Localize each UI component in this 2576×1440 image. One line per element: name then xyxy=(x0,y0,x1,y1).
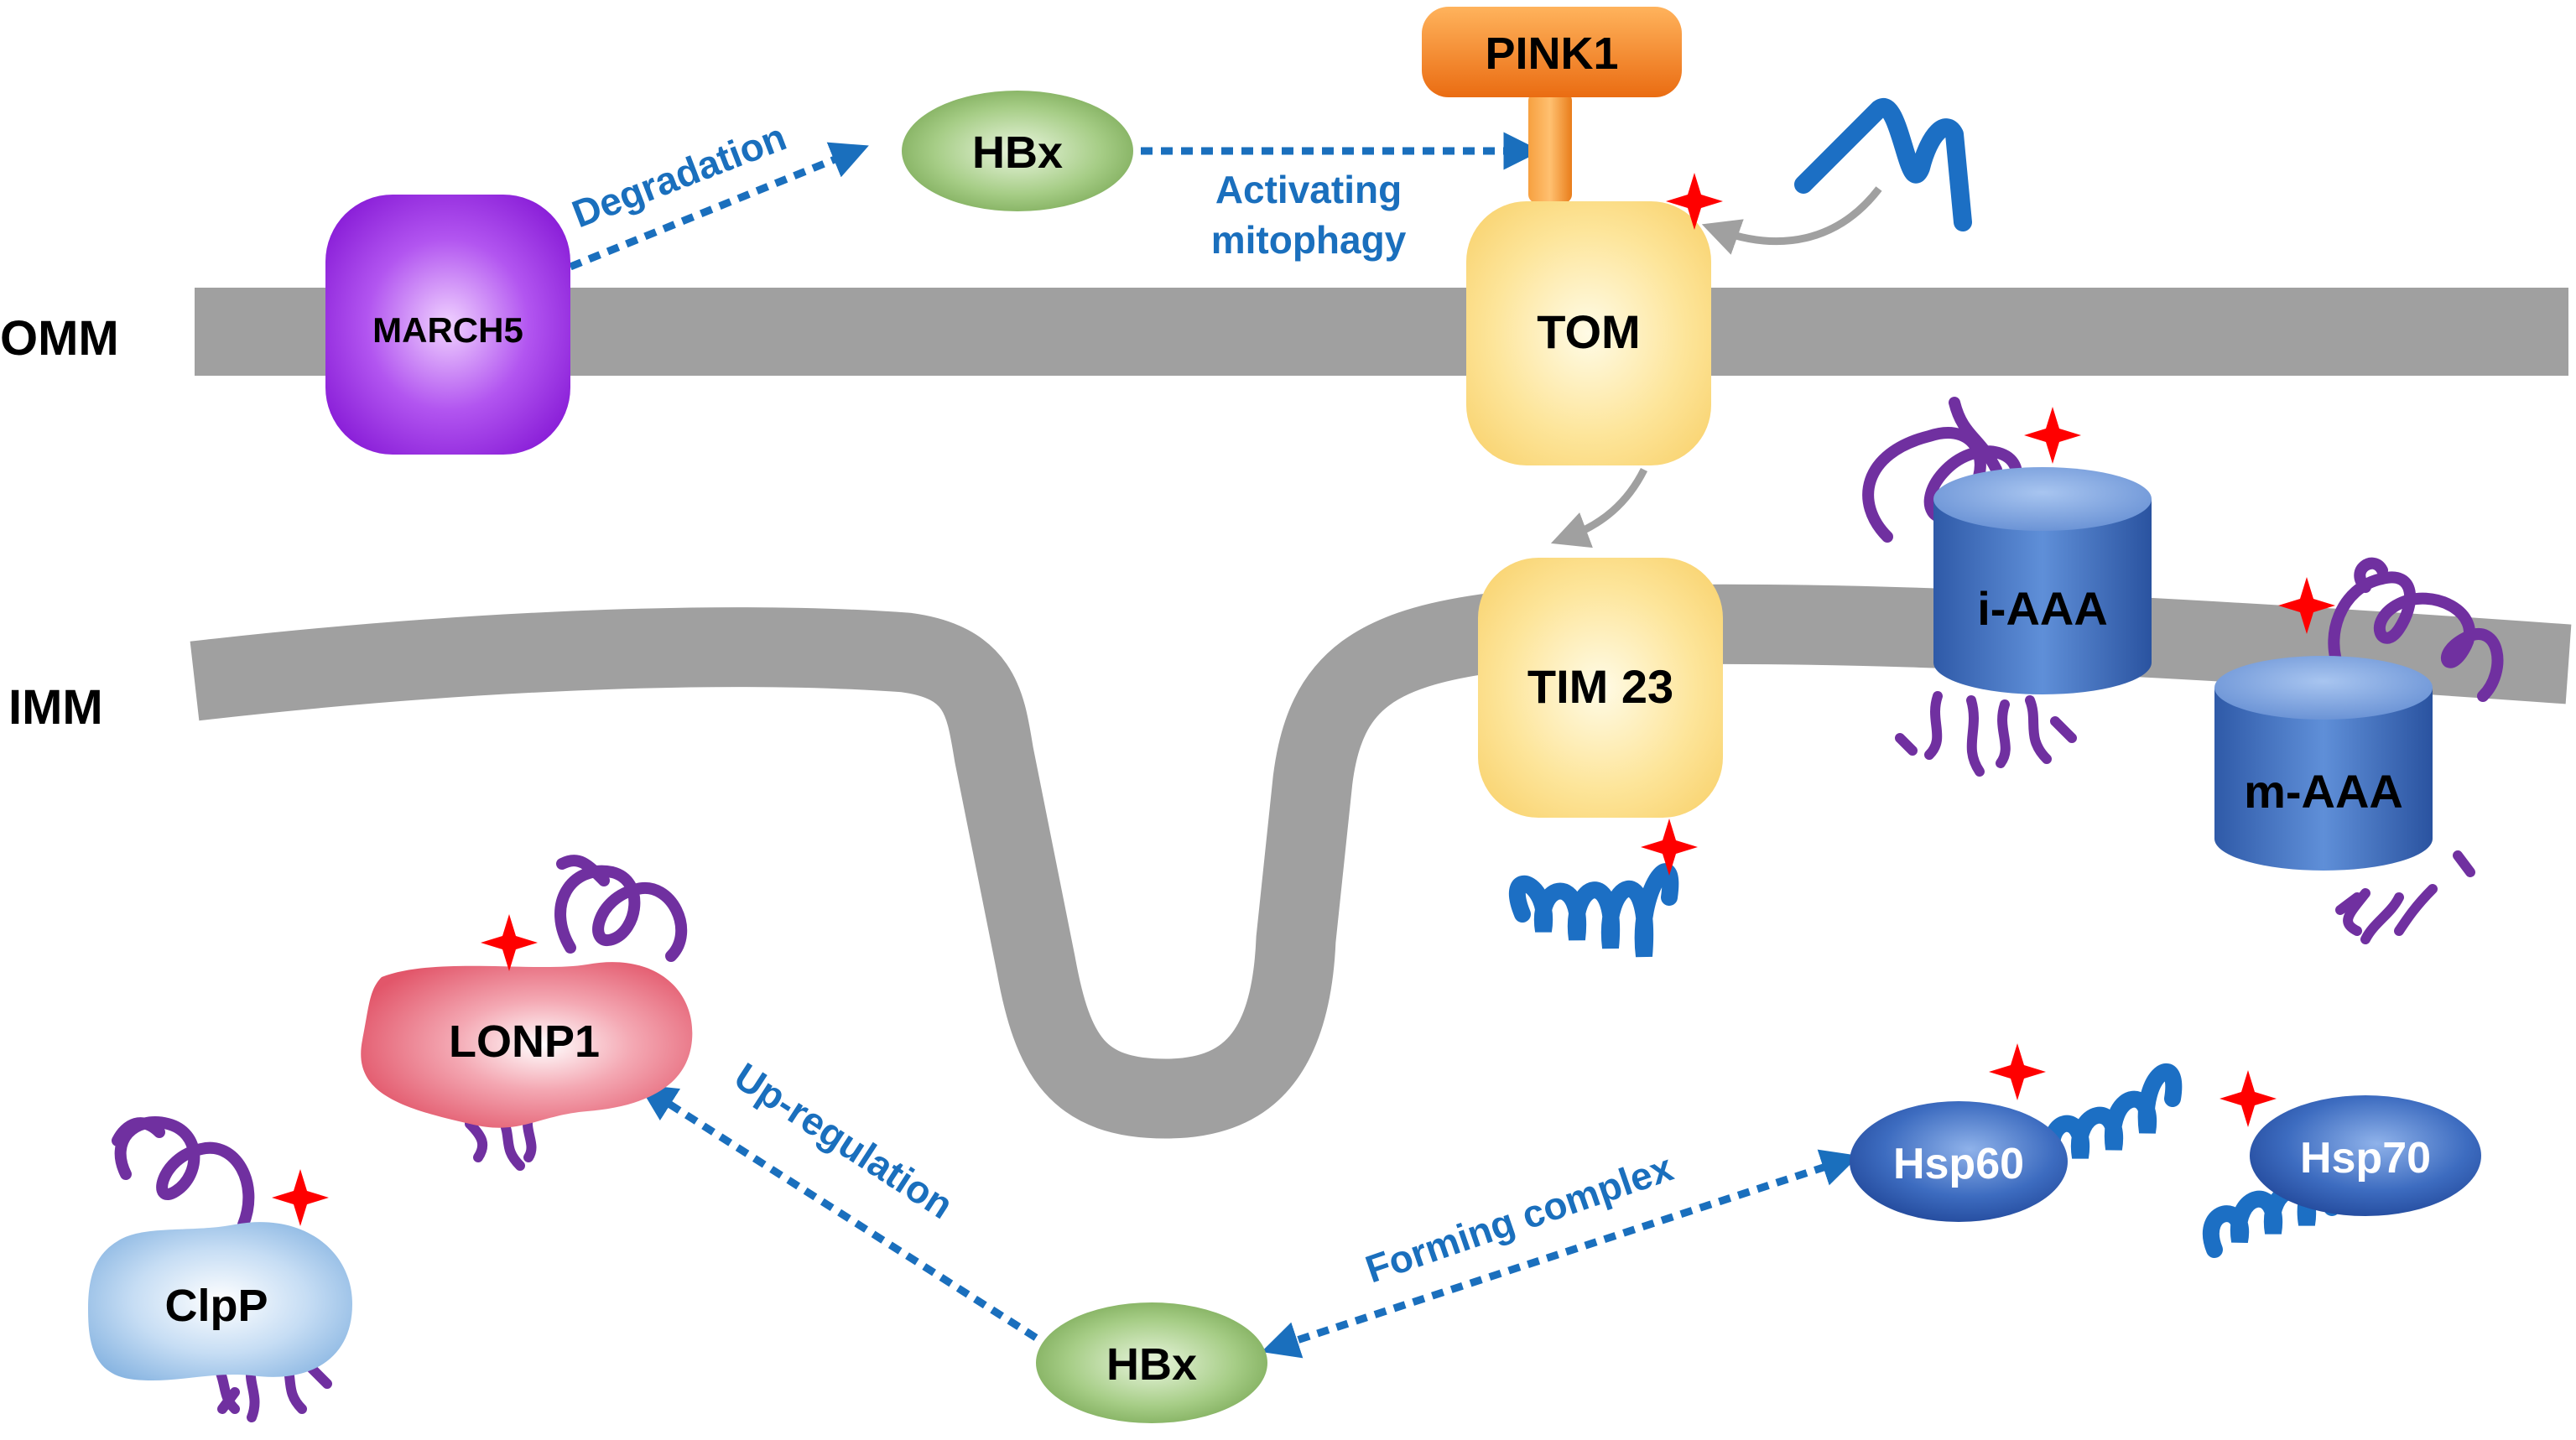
hsp70-chaperone xyxy=(2250,1095,2481,1216)
activating-label: Activating xyxy=(1215,168,1402,211)
i-aaa-label: i-AAA xyxy=(1977,582,2108,635)
star-icon xyxy=(1989,1043,2046,1100)
hbx-bottom-label: HBx xyxy=(1106,1339,1197,1390)
lonp1-protease xyxy=(361,962,693,1128)
up-regulation-arrow xyxy=(638,1084,1038,1341)
pink1-stem xyxy=(1528,92,1572,203)
hbx-top-label: HBx xyxy=(972,127,1063,178)
import-arrow-to-tim xyxy=(1550,467,1648,548)
forming-complex-arrow xyxy=(1261,1149,1860,1359)
hsp60-chaperone xyxy=(1850,1101,2068,1222)
tom-complex xyxy=(1466,201,1711,465)
hsp60-label: Hsp60 xyxy=(1893,1140,2024,1188)
star-markers xyxy=(272,173,2335,1226)
m-aaa-label: m-AAA xyxy=(2244,765,2403,818)
star-icon xyxy=(481,914,538,971)
hbx-top-protein xyxy=(902,91,1133,211)
hbx-bottom-protein xyxy=(1036,1302,1267,1423)
up-regulation-label: Up-regulation xyxy=(727,1054,961,1227)
tim23-complex xyxy=(1478,558,1723,818)
pink1-protein xyxy=(1422,7,1682,97)
hsp60-helix xyxy=(2043,1063,2183,1174)
clpp-unfolded-protein-top xyxy=(112,1116,255,1230)
clpp-unfolded-protein-bottom xyxy=(213,1354,332,1422)
omm-label: OMM xyxy=(0,311,119,366)
tim23-helix xyxy=(1509,863,1679,958)
incoming-helix xyxy=(1794,97,1972,231)
tom-label: TOM xyxy=(1537,305,1640,358)
degradation-arrow xyxy=(569,142,869,271)
degradation-label: Degradation xyxy=(566,115,792,237)
i-aaa-protease xyxy=(1933,467,2152,694)
outer-membrane xyxy=(195,288,2568,376)
march5-label: MARCH5 xyxy=(372,310,523,350)
clpp-label: ClpP xyxy=(164,1281,268,1331)
m-aaa-unfolded-protein-bottom xyxy=(2335,850,2475,944)
star-icon xyxy=(1641,819,1698,876)
m-aaa-unfolded-protein-top xyxy=(2328,557,2504,702)
lonp1-unfolded-protein-top xyxy=(554,855,688,962)
imm-label: IMM xyxy=(8,680,103,735)
star-icon xyxy=(2220,1070,2277,1127)
m-aaa-protease xyxy=(2214,656,2433,871)
star-icon xyxy=(1666,173,1723,230)
mitophagy-label: mitophagy xyxy=(1211,218,1407,262)
march5-protein xyxy=(325,195,570,455)
import-arrow-to-tom xyxy=(1701,186,1882,255)
lonp1-label: LONP1 xyxy=(449,1016,600,1067)
inner-membrane xyxy=(190,584,2572,1139)
star-icon xyxy=(2024,407,2081,464)
star-icon xyxy=(272,1169,329,1226)
pink1-label: PINK1 xyxy=(1485,29,1618,79)
star-icon xyxy=(2278,577,2335,634)
hsp70-label: Hsp70 xyxy=(2300,1134,2431,1183)
clpp-protease xyxy=(88,1222,352,1381)
tim23-label: TIM 23 xyxy=(1527,660,1673,713)
i-aaa-unfolded-protein-bottom xyxy=(1895,691,2077,777)
